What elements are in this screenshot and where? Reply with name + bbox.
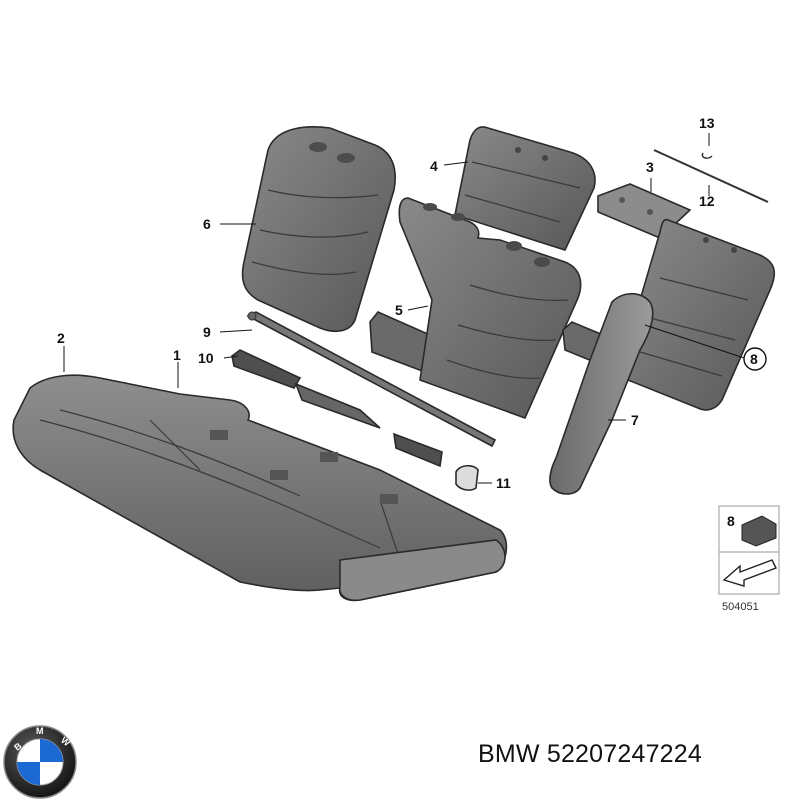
leader-lines [63, 133, 745, 484]
callout-5: 5 [395, 302, 403, 318]
callout-12: 12 [699, 193, 715, 209]
svg-text:B: B [12, 740, 24, 752]
callout-13: 13 [699, 115, 715, 131]
callout-11: 11 [496, 475, 511, 491]
inset-callout-8: 8 [727, 513, 735, 529]
part-4-backrest-panel [454, 126, 596, 251]
part-5-backrest-center [369, 197, 582, 420]
inset-clip-part [741, 515, 777, 547]
part-6-backrest-cover [241, 126, 396, 333]
callout-4: 4 [430, 158, 438, 174]
callout-7: 7 [631, 412, 639, 428]
reference-number: 504051 [722, 601, 759, 613]
callout-1: 1 [173, 347, 181, 363]
inset-arrow-icon [722, 559, 777, 587]
svg-text:M: M [36, 726, 44, 736]
callout-3: 3 [646, 159, 654, 175]
bmw-logo: B M W [3, 725, 77, 799]
part-number-caption: BMW 52207247224 [478, 740, 702, 768]
part-7-side-bolster [549, 292, 654, 495]
callout-8: 8 [750, 351, 758, 367]
part-10-bracket [231, 349, 443, 468]
callouts: 1 2 3 4 5 6 7 8 9 10 11 12 13 [57, 115, 767, 491]
callout-10: 10 [198, 350, 214, 366]
part-9-rod [246, 311, 497, 448]
callout-8-circle [743, 347, 767, 371]
callout-6: 6 [203, 216, 211, 232]
callout-9: 9 [203, 324, 211, 340]
callout-2: 2 [57, 330, 65, 346]
inset-box: 8 504051 [718, 505, 780, 613]
part-1-2-seat-cushion [12, 374, 508, 602]
part-11-clip [455, 464, 479, 491]
part-12-13-wire [653, 149, 769, 203]
